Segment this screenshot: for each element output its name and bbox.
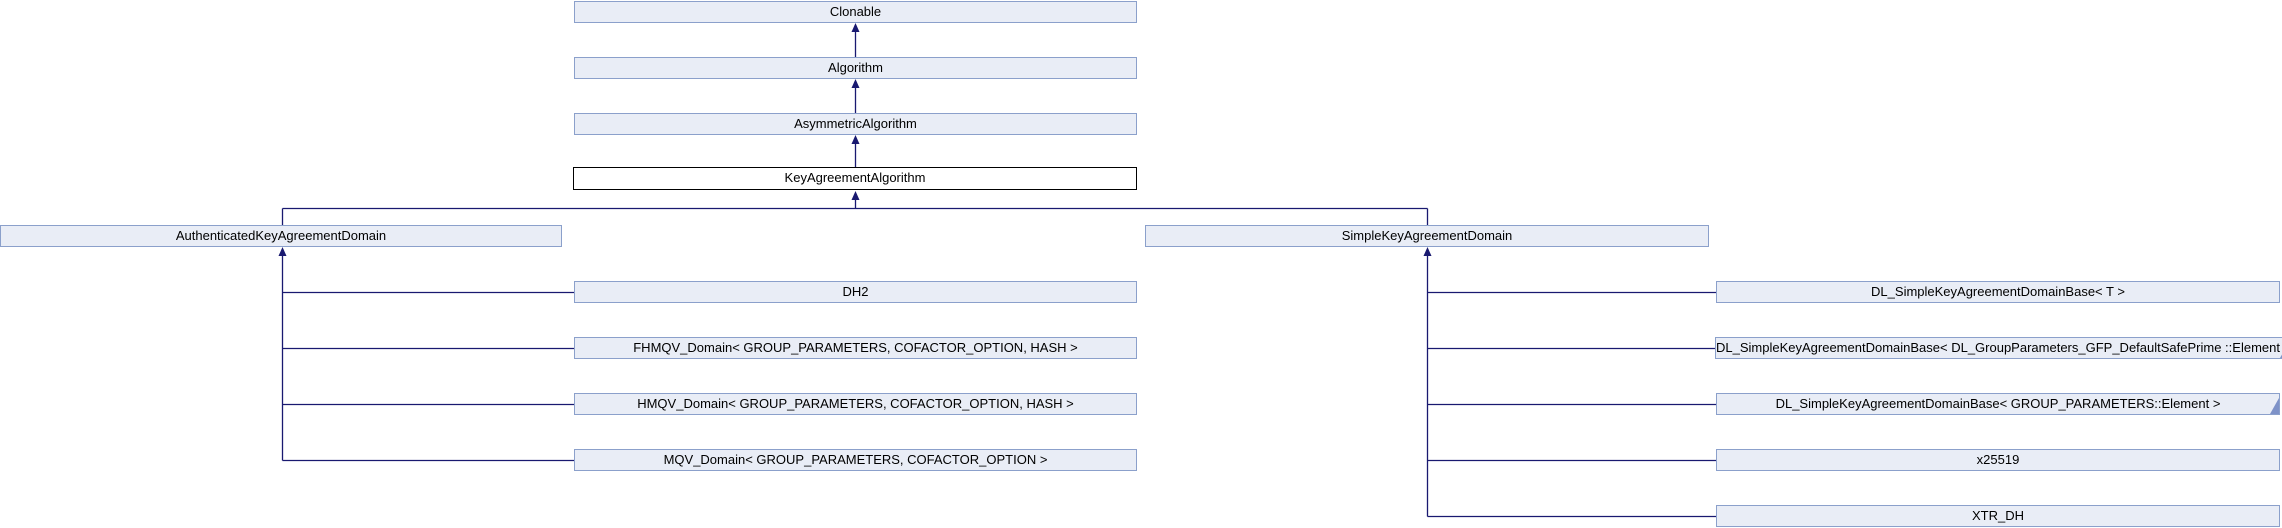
node-fhmqv-domain[interactable]: FHMQV_Domain< GROUP_PARAMETERS, COFACTOR… bbox=[574, 337, 1137, 359]
node-dl-simple-key-agreement-domain-base-t[interactable]: DL_SimpleKeyAgreementDomainBase< T > bbox=[1716, 281, 2280, 303]
node-key-agreement-algorithm-current: KeyAgreementAlgorithm bbox=[573, 167, 1137, 190]
node-asymmetric-algorithm[interactable]: AsymmetricAlgorithm bbox=[574, 113, 1137, 135]
node-x25519[interactable]: x25519 bbox=[1716, 449, 2280, 471]
node-dl-simple-key-agreement-domain-base-group-parameters[interactable]: DL_SimpleKeyAgreementDomainBase< GROUP_P… bbox=[1716, 393, 2280, 415]
node-xtr-dh[interactable]: XTR_DH bbox=[1716, 505, 2280, 527]
node-clonable[interactable]: Clonable bbox=[574, 1, 1137, 23]
node-authenticated-key-agreement-domain[interactable]: AuthenticatedKeyAgreementDomain bbox=[0, 225, 562, 247]
node-simple-key-agreement-domain[interactable]: SimpleKeyAgreementDomain bbox=[1145, 225, 1709, 247]
node-algorithm[interactable]: Algorithm bbox=[574, 57, 1137, 79]
node-hmqv-domain[interactable]: HMQV_Domain< GROUP_PARAMETERS, COFACTOR_… bbox=[574, 393, 1137, 415]
node-dl-simple-key-agreement-domain-base-gfp-defaultsafeprime[interactable]: DL_SimpleKeyAgreementDomainBase< DL_Grou… bbox=[1715, 337, 2282, 359]
node-mqv-domain[interactable]: MQV_Domain< GROUP_PARAMETERS, COFACTOR_O… bbox=[574, 449, 1137, 471]
node-dh2[interactable]: DH2 bbox=[574, 281, 1137, 303]
